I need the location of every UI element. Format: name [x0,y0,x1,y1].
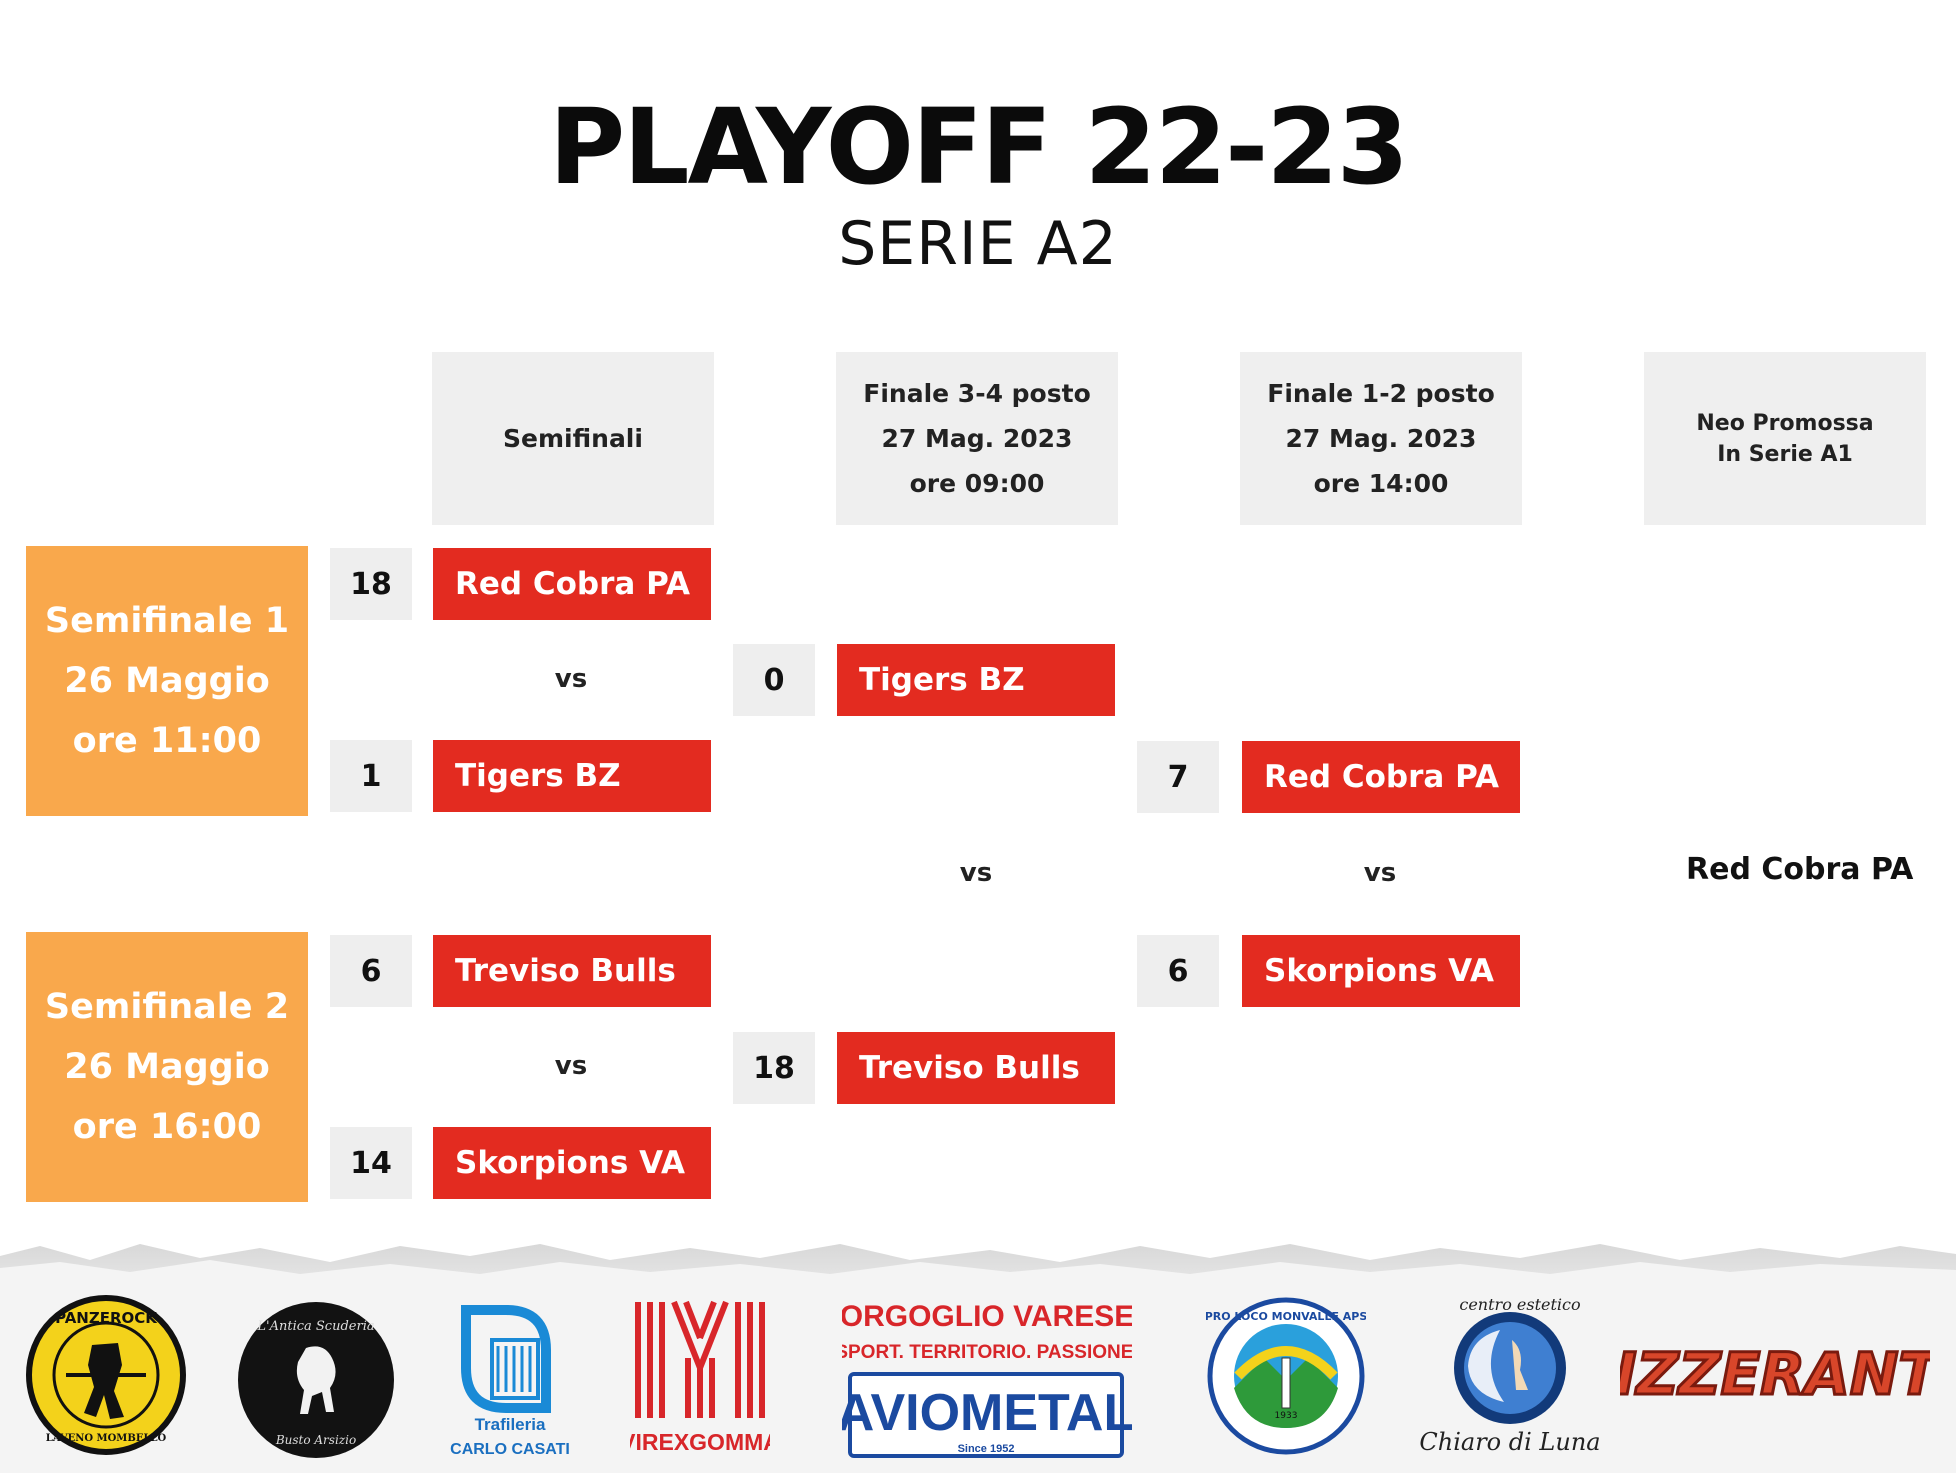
page-subtitle: SERIE A2 [838,209,1118,279]
sponsor-extra-name: AVIOMETAL [842,1384,1132,1442]
sponsor-name: PIZZERANTE [1620,1340,1930,1408]
sponsor-panzerock-logo: PANZEROCK LAVENO MOMBELLO [26,1295,186,1455]
column-header-date: 27 Mag. 2023 [1285,424,1477,453]
column-header-title: Finale 3-4 posto [863,379,1091,408]
column-header-semifinali: Semifinali [432,352,714,525]
sponsor-antica-scuderia-logo: L'Antica Scuderia Busto Arsizio [236,1300,396,1460]
sponsor-extra-subtitle: Since 1952 [958,1443,1015,1455]
sponsor-name: Trafileria [475,1415,546,1434]
column-header-time: ore 09:00 [909,469,1045,498]
column-header-date: 27 Mag. 2023 [881,424,1073,453]
team-box: Skorpions VA [1242,935,1520,1007]
semifinal-date: 26 Maggio [64,661,270,701]
semifinal-1-info: Semifinale 1 26 Maggio ore 11:00 [26,546,308,816]
team-box: Red Cobra PA [1242,741,1520,813]
semifinal-date: 26 Maggio [64,1047,270,1087]
vs-label: vs [959,858,993,888]
vs-label: vs [554,664,588,694]
sponsor-subtitle: Chiaro di Luna [1420,1428,1600,1456]
sponsor-carlo-casati-logo: Trafileria CARLO CASATI [446,1300,574,1462]
semifinal-title: Semifinale 2 [44,987,290,1027]
sponsor-orgoglio-varese-aviometal-logo: ORGOGLIO VARESE SPORT. TERRITORIO. PASSI… [842,1296,1132,1466]
page-title: PLAYOFF 22-23 [549,86,1409,208]
vs-label: vs [554,1051,588,1081]
column-header-finale-3-4: Finale 3-4 posto 27 Mag. 2023 ore 09:00 [836,352,1118,525]
sponsor-virexgomma-logo: VIREXGOMMA [630,1298,770,1460]
score-box: 6 [1137,935,1219,1007]
score-box: 1 [330,740,412,812]
sponsor-subtitle: 1933 [1275,1411,1298,1421]
semifinal-title: Semifinale 1 [44,601,290,641]
column-header-time: ore 14:00 [1313,469,1449,498]
sponsor-name: PANZEROCK [55,1309,158,1327]
column-header-subtitle: In Serie A1 [1717,441,1853,467]
sponsor-pizzerante-logo: PIZZERANTE [1620,1316,1930,1426]
vs-label: vs [1363,858,1397,888]
team-box: Tigers BZ [837,644,1115,716]
score-box: 14 [330,1127,412,1199]
sponsor-name: L'Antica Scuderia [256,1319,374,1334]
column-header-title: Neo Promossa [1696,410,1874,436]
sponsor-subtitle: SPORT. TERRITORIO. PASSIONE. [842,1342,1132,1363]
sponsor-subtitle: CARLO CASATI [450,1441,570,1458]
semifinal-time: ore 11:00 [72,721,262,761]
semifinal-2-info: Semifinale 2 26 Maggio ore 16:00 [26,932,308,1202]
sponsor-subtitle: Busto Arsizio [275,1433,356,1447]
team-box: Treviso Bulls [433,935,711,1007]
column-header-title: Finale 1-2 posto [1267,379,1495,408]
team-box: Tigers BZ [433,740,711,812]
score-box: 18 [330,548,412,620]
team-box: Red Cobra PA [433,548,711,620]
column-header-promossa: Neo Promossa In Serie A1 [1644,352,1926,525]
sponsor-name: centro estetico [1459,1295,1580,1314]
score-box: 6 [330,935,412,1007]
column-header-finale-1-2: Finale 1-2 posto 27 Mag. 2023 ore 14:00 [1240,352,1522,525]
semifinal-time: ore 16:00 [72,1107,262,1147]
sponsor-pro-loco-monvalle-logo: 1933 PRO LOCO MONVALLE APS [1206,1296,1366,1456]
sponsor-name: PRO LOCO MONVALLE APS [1206,1310,1366,1323]
promoted-team: Red Cobra PA [1686,852,1914,887]
score-box: 18 [733,1032,815,1104]
column-header-label: Semifinali [503,424,643,453]
sponsor-subtitle: LAVENO MOMBELLO [46,1433,167,1444]
score-box: 0 [733,644,815,716]
score-box: 7 [1137,741,1219,813]
team-box: Skorpions VA [433,1127,711,1199]
team-box: Treviso Bulls [837,1032,1115,1104]
sponsor-name: VIREXGOMMA [630,1429,770,1455]
sponsor-name: ORGOGLIO VARESE [842,1300,1132,1333]
sponsor-chiaro-di-luna-logo: centro estetico Chiaro di Luna [1420,1290,1600,1460]
